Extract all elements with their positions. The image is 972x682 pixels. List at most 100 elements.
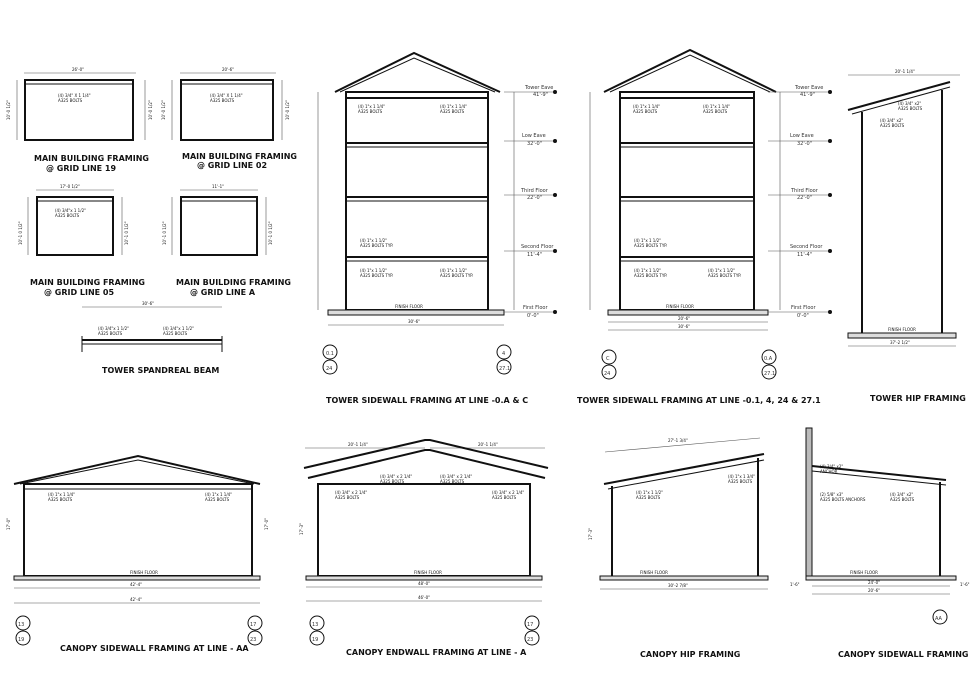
note-tsw2-bolts-tr: (4) 1"x 1 1/4" [703, 104, 730, 109]
grid-label: 23 [527, 637, 533, 643]
note-csw2-a325-r: A325 BOLTS [890, 497, 915, 502]
dim-left-05: 10'-1 0 1/2" [18, 221, 23, 245]
dim-tsw1-bottom: 30'-6" [408, 319, 420, 324]
note-tsw2-a325-ml: A325 BOLTS TYP. [634, 243, 667, 248]
level-value: 32'-0" [797, 141, 812, 147]
note-cew-a325-3: A325 BOLTS [440, 479, 465, 484]
note-tsw1-bolts-br: (4) 1"x 1 1/2" [440, 268, 467, 273]
grid-bubble [247, 630, 263, 646]
note-tsw2-a325-bl: A325 BOLTS TYP. [634, 273, 667, 278]
level-marker [553, 139, 557, 143]
level-marker [828, 90, 832, 94]
level-value: 41'-9" [533, 92, 548, 98]
dim-right-a: 10'-1 0 1/2" [268, 221, 273, 245]
dim-cew-upper: 48'-0" [418, 581, 430, 586]
level-name: Third Floor [520, 188, 549, 194]
note-cew-ff: FINISH FLOOR [414, 570, 442, 575]
note-tsw2-ff: FINISH FLOOR [666, 304, 694, 309]
level-marker [553, 193, 557, 197]
level-name: Third Floor [790, 188, 819, 194]
dim-csw-upper: 42'-4" [130, 582, 142, 587]
level-value: 41'-9" [800, 92, 815, 98]
title-main-05-line2: @ GRID LINE 05 [44, 288, 115, 297]
grid-label: 0.A [764, 356, 773, 362]
frame-grid-02: 20'-6" 10'-0 1/2" 10'-0 1/2" (4) 3/4" X … [161, 67, 297, 170]
note-tsw1-a325-tl: A325 BOLTS [358, 109, 383, 114]
grid-bubble [309, 615, 325, 631]
grid-label: 17 [250, 622, 256, 628]
note-spandrel-a325-l: A325 BOLTS [98, 331, 123, 336]
level-name: Tower Eave [794, 85, 823, 91]
title-main-05-line1: MAIN BUILDING FRAMING [30, 278, 145, 287]
note-hip-a325-r: A325 BOLTS [898, 106, 923, 111]
note-hip-ff: FINISH FLOOR [888, 327, 916, 332]
level-name: First Floor [523, 305, 548, 311]
note-bolts-05: (4) 3/4"x 1 1/2" [55, 208, 86, 213]
grid-bubble [247, 615, 263, 631]
dim-tsw2-mid: 20'-6" [678, 316, 690, 321]
grid-label: 19 [312, 637, 318, 643]
grid-label: 23 [250, 637, 256, 643]
title-main-19-line2: @ GRID LINE 19 [46, 164, 117, 173]
grid-bubble [15, 615, 31, 631]
grid-bubble [524, 630, 540, 646]
grid-bubble [761, 364, 777, 380]
title-tower-sidewall-01: TOWER SIDEWALL FRAMING AT LINE -0.1, 4, … [577, 396, 821, 405]
level-marker [553, 249, 557, 253]
grid-bubble [496, 359, 512, 375]
grid-bubble [309, 630, 325, 646]
dim-cew-top-r: 20'-1 1/4" [478, 442, 498, 447]
level-marker [828, 139, 832, 143]
level-marker [828, 310, 832, 314]
level-name: Low Eave [522, 133, 546, 139]
note-chip-a325-r: A325 BOLTS [728, 479, 753, 484]
grid-bubble [601, 364, 617, 380]
dim-csw2-right: 1'-6" [960, 582, 970, 587]
grid-label: 27.1 [764, 371, 775, 377]
grid-label: 24 [604, 371, 610, 377]
note-cew-bolts-2: (4) 3/4" x 2 1/4" [380, 474, 412, 479]
title-canopy-sidewall: CANOPY SIDEWALL FRAMING [838, 650, 969, 659]
canopy-endwall-a: 20'-1 1/4" 20'-1 1/4" (4) 3/4" x 2 1/4" … [299, 439, 549, 657]
dim-chip-top: 27'-1 3/4" [668, 438, 688, 443]
dim-chip-left: 17'-3" [588, 528, 593, 540]
title-main-02-line2: @ GRID LINE 02 [197, 161, 267, 170]
grid-label: 4 [502, 351, 505, 357]
note-tsw2-bolts-br: (4) 1"x 1 1/2" [708, 268, 735, 273]
level-name: Tower Eave [524, 85, 553, 91]
note-chip-ff: FINISH FLOOR [640, 570, 668, 575]
note-tsw1-ff: FINISH FLOOR [395, 304, 423, 309]
title-canopy-hip: CANOPY HIP FRAMING [640, 650, 740, 659]
dim-left-02: 10'-0 1/2" [161, 100, 166, 120]
note-csw2-ff: FINISH FLOOR [850, 570, 878, 575]
note-csw-ff: FINISH FLOOR [130, 570, 158, 575]
levels-tsw1: Tower Eave 41'-9" Low Eave 32'-0" Third … [504, 85, 557, 319]
grid-bubble [496, 344, 512, 360]
spandrel-beam: 30'-6" (4) 3/4"x 1 1/2" A325 BOLTS (4) 3… [81, 301, 223, 375]
note-tsw2-bolts-ml: (4) 1"x 1 1/2" [634, 238, 661, 243]
level-marker [828, 193, 832, 197]
dim-left-19: 10'-0 1/2" [6, 100, 11, 120]
note-tsw1-a325-br: A325 BOLTS TYP. [440, 273, 473, 278]
note-csw2-anchors: A325 BOLTS ANCHORS [820, 497, 866, 502]
grid-bubble [601, 349, 617, 365]
note-cew-bolts-4: (4) 3/4" x 2 1/4" [492, 490, 524, 495]
note-csw-bolts-r: (4) 1"x 1 1/4" [205, 492, 232, 497]
dim-tsw2-bottom: 30'-6" [678, 324, 690, 329]
levels-tsw2: Tower Eave 41'-9" Low Eave 32'-0" Third … [768, 85, 832, 319]
note-tsw2-bolts-tl: (4) 1"x 1 1/4" [633, 104, 660, 109]
grid-label: 17 [527, 622, 533, 628]
frame-grid-05: 17'-0 1/2" 10'-1 0 1/2" 10'-1 0 1/2" (4)… [18, 184, 145, 297]
canopy-sidewall: (4) 3/4" x2" ANCHOR (2) 5/8" x3" A325 BO… [790, 427, 970, 659]
note-csw-a325-r: A325 BOLTS [205, 497, 230, 502]
note-tsw1-bolts-bl: (4) 1"x 1 1/2" [360, 268, 387, 273]
note-cew-a325-2: A325 BOLTS [380, 479, 405, 484]
tower-sidewall-0a-c: (4) 1"x 1 1/4" A325 BOLTS (4) 1"x 1 1/4"… [317, 51, 557, 405]
dim-cew-left: 17'-3" [299, 523, 304, 535]
title-canopy-sidewall-aa: CANOPY SIDEWALL FRAMING AT LINE - AA [60, 644, 249, 653]
title-main-02-line1: MAIN BUILDING FRAMING [182, 152, 297, 161]
frame-grid-19: 26'-0" 10'-0 1/2" 10'-0 1/2" (4) 3/4" X … [6, 67, 153, 173]
dim-left-a: 10'-1 0 1/2" [162, 221, 167, 245]
note-hip-bolts-l: (4) 3/4" x2" [880, 118, 903, 123]
